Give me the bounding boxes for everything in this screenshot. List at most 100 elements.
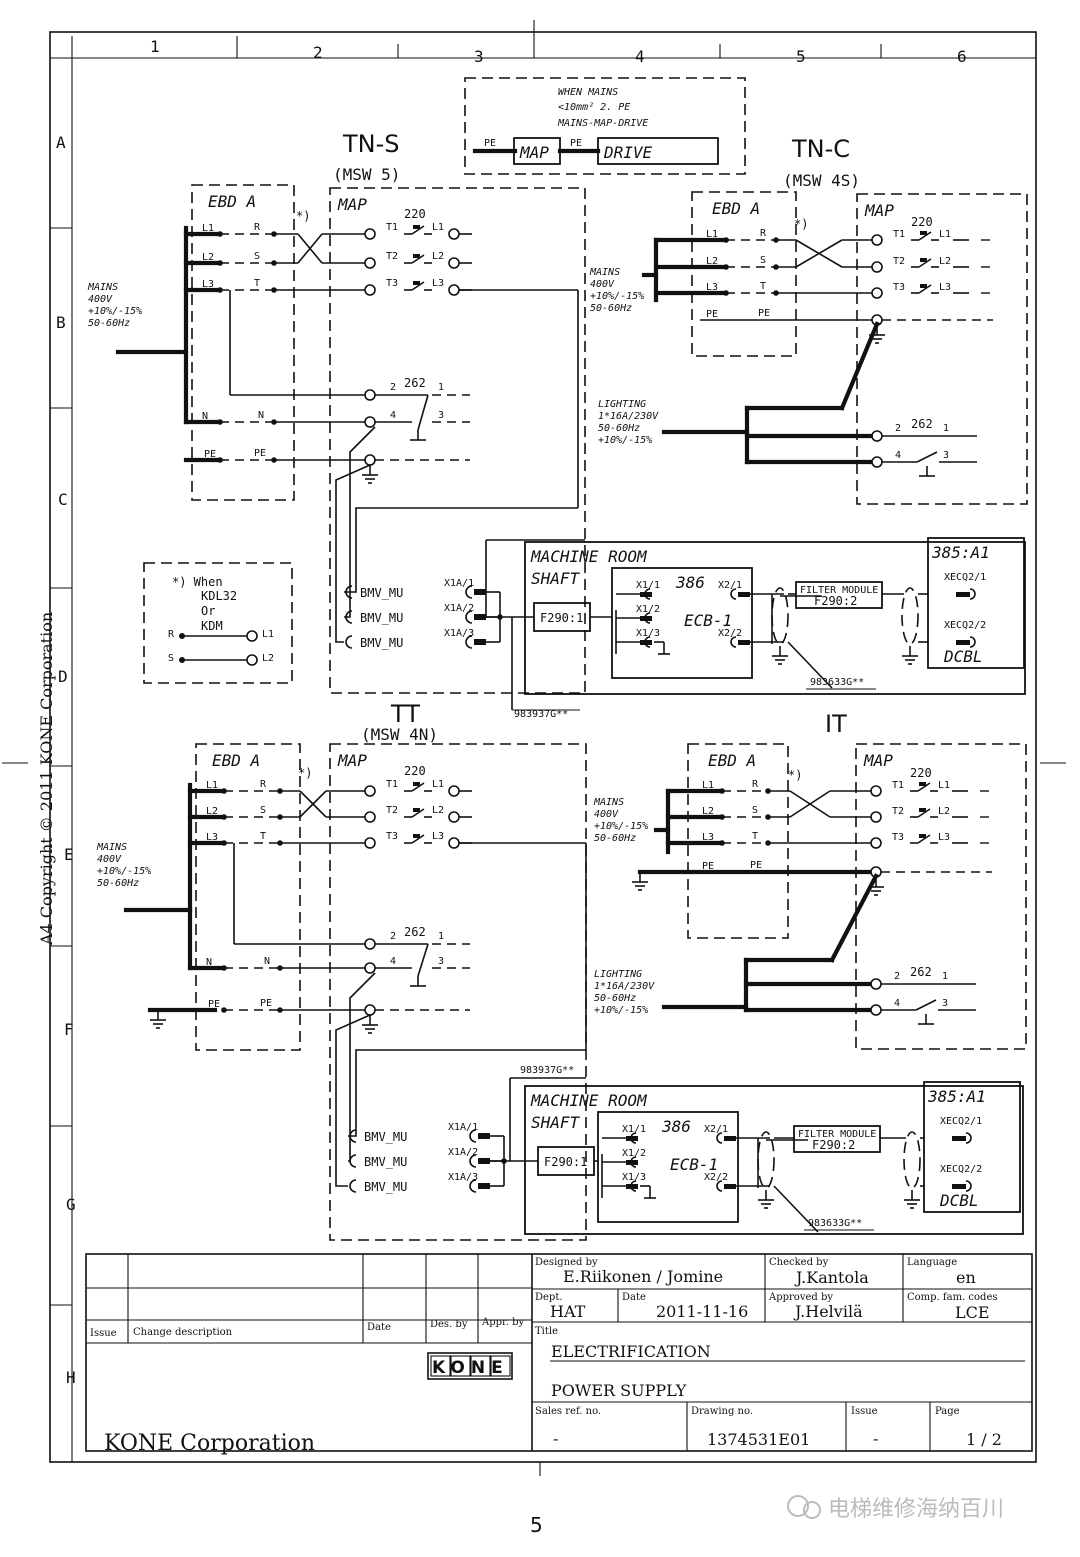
label: 262 [911,417,933,431]
bmv-label: BMV_MU [360,636,403,650]
terminal [448,257,460,269]
label: X1/3 [636,628,660,639]
terminal [364,389,376,401]
wire [915,999,937,1011]
terminal-label: T2 [386,805,398,816]
label: PE [702,861,714,872]
wire [344,507,578,593]
label: 385:A1 [927,1087,986,1106]
label: 1 [438,931,444,942]
x1a-label: X1A/1 [448,1122,478,1133]
label: 1*16A/230V [594,981,655,992]
terminal [364,785,376,797]
ebd-box [687,743,789,939]
col-label: 3 [474,47,484,66]
contact [411,808,425,818]
label: L2 [938,806,950,817]
connector-pin [724,1184,736,1189]
wire [335,1014,371,1187]
connector-symbol [469,1154,477,1168]
wire [348,972,376,1162]
label: DCBL [939,1191,979,1210]
svg-text:Language: Language [907,1257,957,1268]
cable-label: 983633G** [810,677,864,688]
label: X2/1 [704,1124,728,1135]
ebd-label: EBD A [708,751,756,770]
svg-text:Title: Title [535,1326,558,1337]
terminal [364,938,376,950]
terminal [364,454,376,466]
row-label: F [64,1020,74,1039]
label: L1 [939,229,951,240]
svg-text:L1: L1 [262,629,274,640]
terminal-label: T2 [386,251,398,262]
label: T1 [892,780,904,791]
label: PE [260,998,272,1009]
svg-text:Change description: Change description [133,1327,233,1338]
label: FILTER MODULE [800,585,878,596]
connector-pin [640,616,652,621]
machine-room-label: MACHINE ROOM [530,1091,648,1110]
svg-text:KDM: KDM [201,619,223,633]
mains-label: +10%/-15% [88,306,142,317]
issue: - [873,1429,878,1448]
connector-pin [626,1160,638,1165]
checked-by: J.Kantola [794,1268,869,1287]
label: 50-60Hz [598,423,640,434]
note-line: <10mm² 2. PE [558,102,630,113]
connector-symbol [969,588,976,600]
col-label: 1 [150,37,160,56]
label: +10%/-15% [590,291,644,302]
svg-text:Drawing no.: Drawing no. [691,1406,753,1417]
cable-shield [757,1131,775,1189]
connector-pin [956,640,970,645]
drawing-number: 1374531E01 [707,1430,810,1449]
label: X1/2 [636,604,660,615]
svg-text:Appr. by: Appr. by [481,1317,524,1328]
label: PE [758,308,770,319]
note-line: MAINS-MAP-DRIVE [557,118,648,129]
dept: HAT [550,1302,586,1321]
machine-room-top: 983937G**MACHINE ROOMSHAFTF290:1386ECB-1… [485,537,1026,720]
wire [839,321,880,411]
contactor-label: 262 [404,925,426,939]
terminal [448,228,460,240]
connector-pin [626,1136,638,1141]
connector-symbol [349,1179,357,1193]
label: X1/1 [622,1124,646,1135]
label: PE [254,448,266,459]
label: L3 [939,282,951,293]
system-subtitle: (MSW 4S) [783,171,860,190]
label: MAINS [589,267,620,278]
wire [417,943,429,977]
designed-by: E.Riikonen / Jomine [563,1267,723,1286]
terminal [870,978,882,990]
label: L1 [706,229,718,240]
label: L3 [938,832,950,843]
label: 220 [911,215,933,229]
svg-text:Checked by: Checked by [769,1257,829,1268]
svg-text:Date: Date [367,1322,391,1333]
machine-room-box [524,1085,1024,1235]
mains-label: 400V [97,854,122,865]
contact [411,225,425,235]
svg-text:Comp. fam. codes: Comp. fam. codes [907,1292,998,1303]
contact-blade [919,834,926,838]
contact [918,258,932,268]
terminal-label: T1 [386,779,398,790]
filter-module-box [793,1125,881,1153]
label: 50-60Hz [590,303,632,314]
grid-labels: 1 2 3 4 5 6 A B C D E F G H [56,37,967,1387]
crossover-note: *) [298,766,312,780]
date: 2011-11-16 [656,1302,748,1321]
terminal [448,837,460,849]
contact-blade [919,782,926,786]
contact-blade [413,281,420,285]
label: *) [788,768,802,782]
terminal [870,811,882,823]
svg-text:PE: PE [570,138,582,149]
connector-pin [724,1136,736,1141]
connector-pin [952,1136,966,1141]
